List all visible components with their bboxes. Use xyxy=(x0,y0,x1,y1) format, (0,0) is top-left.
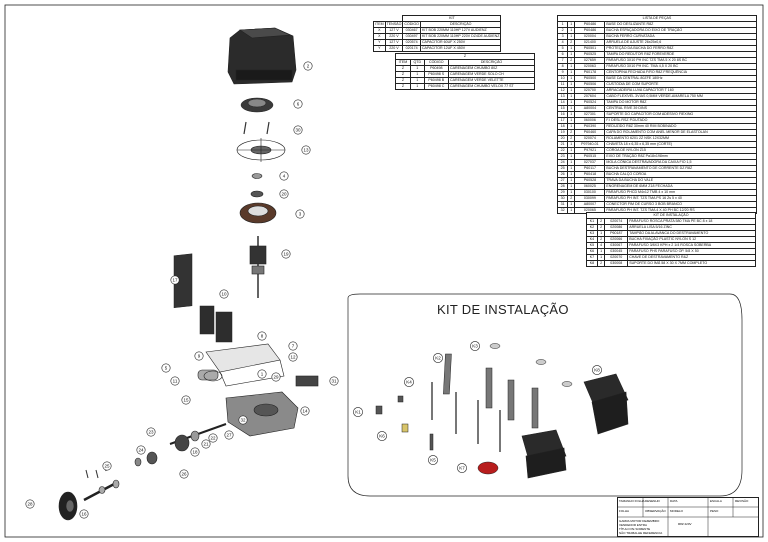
table-cell: 030008 xyxy=(604,260,629,267)
table-cell: 2 xyxy=(596,260,606,267)
kit-small-parts xyxy=(375,395,434,451)
kit-washers xyxy=(489,343,573,387)
table-cell: KIT BOB 220MM 110HP 220V DZ4DE AUDIENZ xyxy=(419,33,502,40)
motor-cover xyxy=(227,27,297,85)
limit-connector xyxy=(295,375,319,387)
table-cell: K8 xyxy=(586,260,598,267)
kit-magnet-supports xyxy=(521,373,629,479)
table-cell: CARENAGEM CHUMBO VELOX 77 ST xyxy=(448,83,535,90)
table-cell: 220 V xyxy=(384,45,404,52)
limit-switch-base xyxy=(236,138,286,162)
tb-scale: ESCALA xyxy=(710,499,722,503)
tb-date: DATA xyxy=(670,499,678,503)
tb-company-1: GARRA MOTOR DEZEMBRO xyxy=(619,519,660,523)
kit-long-screws xyxy=(431,382,501,452)
tb-sheet-size: TAMANHO FOLHA xyxy=(619,499,645,503)
tb-drawing: DESENHO xyxy=(645,499,660,503)
tb-company-2: VENDEDOR ENTRA xyxy=(619,523,648,527)
central-boards xyxy=(173,253,233,343)
table-cell: SUPORTE DO ÍMÃ 58 X 30 X 7MM COMPLETO xyxy=(627,260,756,267)
kit-frame xyxy=(347,293,743,497)
kit-wall-plugs xyxy=(443,353,539,429)
tb-model: R8Z 220V xyxy=(678,522,692,526)
tb-revision: REVISÃO xyxy=(735,499,749,503)
kit-title: KIT DE INSTALAÇÃO xyxy=(437,302,569,317)
table-cell: Y xyxy=(373,45,386,52)
tb-sheet: FOLHA xyxy=(619,509,630,513)
table-cell: Z xyxy=(395,83,411,90)
tb-company-3: TÍTULO PE SOMENTE xyxy=(619,527,651,531)
tb-model-label: MODELO xyxy=(670,509,684,513)
table-cell: 020174 xyxy=(402,45,421,52)
table-cell: 32 xyxy=(556,207,569,214)
capacitor xyxy=(197,369,219,381)
sprocket-shaft xyxy=(134,423,227,467)
washers xyxy=(250,173,264,198)
table-cell: 1 xyxy=(409,83,425,90)
table-cell: 1 xyxy=(567,207,576,214)
table-cell: CAPACITOR 12UF X 450V xyxy=(419,45,502,52)
title-block: TAMANHO FOLHA DESENHO DATA ESCALA REVISÃ… xyxy=(617,497,759,537)
drive-shaft xyxy=(83,479,120,502)
reducer-cap xyxy=(240,97,274,113)
motor-coil xyxy=(239,202,277,224)
tb-company-4: NÃO TRABALHE REFERENCIA xyxy=(619,531,663,535)
pinion-gear xyxy=(58,491,78,521)
screws-pair xyxy=(243,121,270,135)
central-bracket xyxy=(205,343,285,387)
kit-release-key xyxy=(477,461,499,475)
tb-note: OBSERVAÇÃO xyxy=(645,509,666,513)
spring-ring xyxy=(203,370,223,382)
table-cell: P60498 C xyxy=(423,83,450,90)
base-housing xyxy=(225,391,299,437)
rotor-shaft xyxy=(249,236,267,298)
small-screws xyxy=(85,462,107,479)
tb-weight: PESO xyxy=(710,509,719,513)
